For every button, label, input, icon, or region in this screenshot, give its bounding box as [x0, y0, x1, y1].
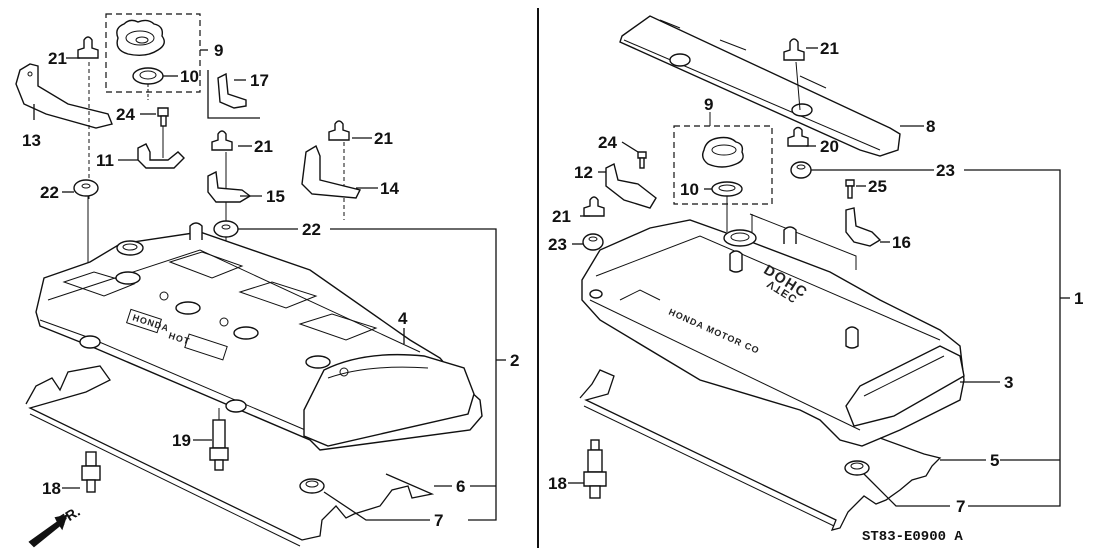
left-leader-lines [33, 49, 452, 521]
callout-7: 7 [956, 497, 965, 516]
flange-nut-20 [787, 126, 809, 147]
callout-20: 20 [820, 137, 839, 156]
callout-21: 21 [374, 129, 393, 148]
oil-cap-group-box [105, 13, 201, 93]
bracket-14 [301, 144, 362, 199]
bolt-24-right [637, 151, 647, 169]
callout-22: 22 [40, 183, 59, 202]
callout-14: 14 [380, 179, 399, 198]
bracket-12 [605, 162, 657, 209]
bracket-13 [15, 63, 113, 129]
callout-11: 11 [96, 151, 114, 170]
coil-cover-8 [619, 15, 901, 157]
flange-nut-21-r-b [583, 196, 605, 217]
callout-7: 7 [434, 511, 443, 530]
head-cover-gasket-right [579, 369, 942, 531]
head-cover-right: DOHC VTEC HONDA MOTOR CO [581, 219, 965, 447]
spark-plug-seal-left [299, 478, 325, 494]
callout-5: 5 [990, 451, 999, 470]
assembly-bracket-2 [330, 228, 497, 521]
right-view: DOHC VTEC HONDA MOTOR CO [548, 15, 1083, 545]
head-cover-left: HONDA HOT [35, 222, 483, 451]
callout-19: 19 [172, 431, 191, 450]
stud-bolt-19 [209, 408, 229, 471]
oil-filler-cap-right [701, 136, 744, 168]
callout-23: 23 [936, 161, 955, 180]
stud-bolt-18-left [81, 451, 101, 493]
grommet-23-a [790, 161, 812, 179]
assembly-bracket-1 [964, 169, 1061, 507]
bolt-25 [845, 179, 855, 199]
callout-16: 16 [892, 233, 911, 252]
callout-12: 12 [574, 163, 593, 182]
bracket-17 [217, 72, 247, 109]
spark-plug-seal-right [844, 460, 870, 476]
left-view: HONDA HOT [15, 13, 519, 548]
callout-1: 1 [1074, 289, 1083, 308]
oil-cap-group-box-right [673, 125, 773, 205]
callout-6: 6 [456, 477, 465, 496]
bracket-11 [137, 143, 185, 169]
callout-21: 21 [820, 39, 839, 58]
bracket-16 [845, 207, 882, 247]
callout-21: 21 [254, 137, 273, 156]
bracket-17-box [207, 70, 260, 119]
flange-nut-21-c [328, 120, 350, 220]
callout-9: 9 [704, 95, 713, 114]
bolt-24-left [157, 107, 169, 158]
callout-24: 24 [598, 133, 617, 152]
oil-filler-cap [116, 19, 165, 57]
callout-15: 15 [266, 187, 285, 206]
callout-9: 9 [214, 41, 223, 60]
grommet-23-b [582, 233, 604, 251]
callout-10: 10 [680, 180, 699, 199]
right-leader-lines [568, 47, 1000, 507]
stud-bolt-18-right [583, 439, 607, 499]
callout-23: 23 [548, 235, 567, 254]
callout-4: 4 [398, 309, 408, 328]
callout-24: 24 [116, 105, 135, 124]
cap-seal-right [711, 181, 743, 197]
callout-13: 13 [22, 131, 41, 150]
callout-18: 18 [42, 479, 61, 498]
callout-2: 2 [510, 351, 519, 370]
callout-17: 17 [250, 71, 269, 90]
callout-21: 21 [48, 49, 67, 68]
flange-nut-21-a [77, 36, 99, 200]
callout-21: 21 [552, 207, 571, 226]
callout-3: 3 [1004, 373, 1013, 392]
flange-nut-21-r-a [783, 38, 805, 111]
callout-8: 8 [926, 117, 935, 136]
callout-25: 25 [868, 177, 887, 196]
callout-22: 22 [302, 220, 321, 239]
grommet-22-a [73, 179, 99, 265]
diagram-reference-code: ST83-E0900 A [862, 529, 963, 545]
head-cover-gasket-left [25, 365, 435, 541]
bracket-15 [207, 170, 252, 203]
cap-seal [132, 67, 164, 85]
callout-10: 10 [180, 67, 199, 86]
front-direction-arrow: FR. [28, 503, 83, 548]
callout-18: 18 [548, 474, 567, 493]
